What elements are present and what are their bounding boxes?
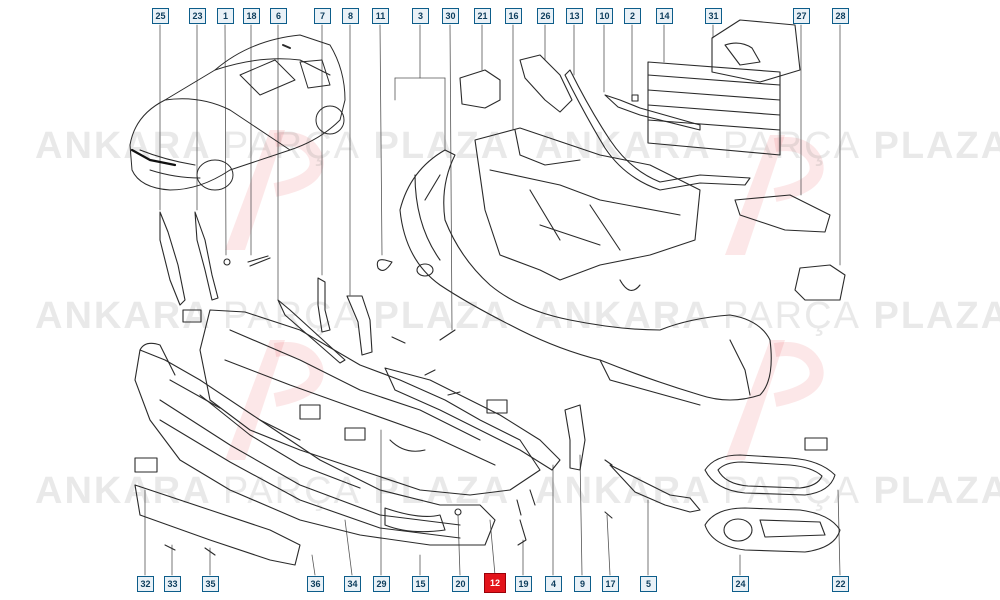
callout-5[interactable]: 5: [640, 576, 657, 592]
callout-28[interactable]: 28: [832, 8, 849, 24]
fog-lamp-trim-strip: [609, 464, 701, 513]
callout-4[interactable]: 4: [545, 576, 562, 592]
callout-30[interactable]: 30: [442, 8, 459, 24]
grille-brackets: [159, 211, 219, 323]
callout-17[interactable]: 17: [602, 576, 619, 592]
callout-11[interactable]: 11: [372, 8, 389, 24]
callout-35[interactable]: 35: [202, 576, 219, 592]
leader-lines-top: [159, 24, 841, 331]
upper-support-frame: [474, 127, 701, 291]
callout-7[interactable]: 7: [314, 8, 331, 24]
callout-18[interactable]: 18: [243, 8, 260, 24]
upper-bumper-cover: [399, 149, 772, 406]
callout-3[interactable]: 3: [412, 8, 429, 24]
callout-20[interactable]: 20: [452, 576, 469, 592]
callout-16[interactable]: 16: [505, 8, 522, 24]
callout-2[interactable]: 2: [624, 8, 641, 24]
callout-36[interactable]: 36: [307, 576, 324, 592]
callout-27[interactable]: 27: [793, 8, 810, 24]
callout-31[interactable]: 31: [705, 8, 722, 24]
vehicle-sketch: [129, 34, 346, 191]
small-fasteners: [223, 255, 456, 364]
callout-8[interactable]: 8: [342, 8, 359, 24]
top-right-parts: [459, 19, 846, 301]
callout-21[interactable]: 21: [474, 8, 491, 24]
callout-1[interactable]: 1: [217, 8, 234, 24]
callout-33[interactable]: 33: [164, 576, 181, 592]
fog-lamp-bezels: [704, 437, 841, 553]
callout-13[interactable]: 13: [566, 8, 583, 24]
callout-34[interactable]: 34: [344, 576, 361, 592]
lower-bumper-grille: [134, 342, 496, 546]
callout-12-highlighted[interactable]: 12: [484, 573, 506, 593]
callout-6[interactable]: 6: [270, 8, 287, 24]
callout-9[interactable]: 9: [574, 576, 591, 592]
center-brackets: [384, 367, 586, 471]
callout-32[interactable]: 32: [137, 576, 154, 592]
callout-10[interactable]: 10: [596, 8, 613, 24]
callout-19[interactable]: 19: [515, 576, 532, 592]
callout-15[interactable]: 15: [412, 576, 429, 592]
bottom-fasteners: [454, 459, 613, 546]
callout-24[interactable]: 24: [732, 576, 749, 592]
callout-29[interactable]: 29: [373, 576, 390, 592]
lower-skid-plate: [134, 457, 301, 566]
lower-grille-support: [199, 309, 541, 496]
callout-14[interactable]: 14: [656, 8, 673, 24]
callout-26[interactable]: 26: [537, 8, 554, 24]
callout-22[interactable]: 22: [832, 576, 849, 592]
callout-23[interactable]: 23: [189, 8, 206, 24]
callout-25[interactable]: 25: [152, 8, 169, 24]
